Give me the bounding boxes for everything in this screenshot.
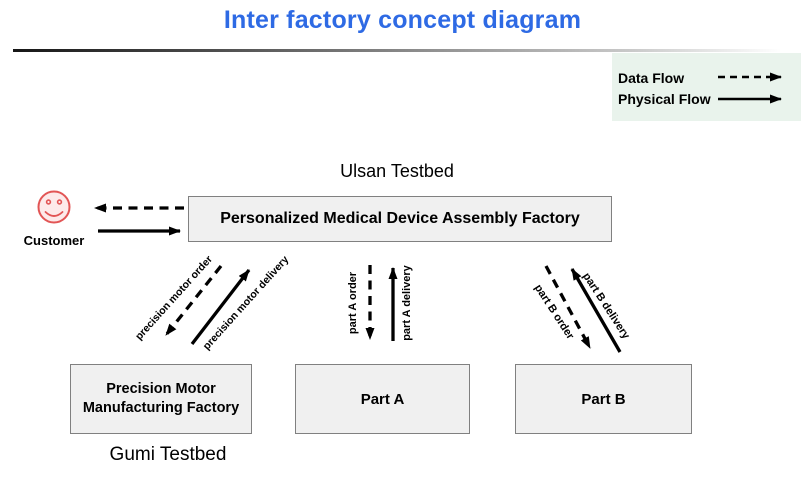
node-precision-motor-factory: Precision Motor Manufacturing Factory <box>70 364 252 434</box>
part-b-label: Part B <box>581 390 626 408</box>
legend-data-flow-label: Data Flow <box>618 70 685 86</box>
flow-label-part-b-delivery: part B delivery <box>580 270 632 342</box>
legend-box: Data Flow Physical Flow <box>612 53 801 121</box>
flow-label-precision-motor-delivery: precision motor delivery <box>200 253 292 353</box>
flow-label-part-a-order: part A order <box>347 271 359 335</box>
customer-label: Customer <box>23 233 85 248</box>
title-underline <box>13 49 805 52</box>
page-title: Inter factory concept diagram <box>223 6 582 34</box>
node-part-b: Part B <box>515 364 692 434</box>
assembly-factory-label: Personalized Medical Device Assembly Fac… <box>220 210 580 227</box>
legend-physical-flow-label: Physical Flow <box>618 91 711 107</box>
ulsan-testbed-label: Ulsan Testbed <box>340 161 454 181</box>
precision-motor-factory-label: Precision Motor Manufacturing Factory <box>82 381 240 416</box>
flow-label-part-a-delivery: part A delivery <box>401 265 413 341</box>
flow-label-precision-motor-order: precision motor order <box>133 253 215 343</box>
smiley-face-icon <box>37 190 71 224</box>
node-assembly-factory: Personalized Medical Device Assembly Fac… <box>188 196 612 242</box>
gumi-testbed-label: Gumi Testbed <box>109 444 227 465</box>
flow-label-part-b-order: part B order <box>531 282 577 342</box>
node-part-a: Part A <box>295 364 470 434</box>
part-a-label: Part A <box>360 390 405 408</box>
